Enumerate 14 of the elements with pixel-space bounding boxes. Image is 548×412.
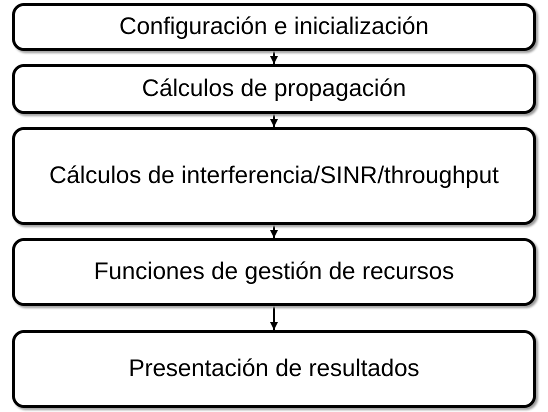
process-box <box>12 64 536 114</box>
step-label: Cálculos de interferencia/SINR/throughput <box>48 160 500 191</box>
process-box <box>12 3 536 51</box>
arrow <box>270 306 278 330</box>
step-label: Presentación de resultados <box>128 354 420 384</box>
arrow <box>270 225 278 238</box>
process-box <box>12 238 536 306</box>
step-label: Configuración e inicialización <box>118 12 430 42</box>
step-label: Cálculos de propagación <box>140 74 408 104</box>
process-box <box>12 127 536 225</box>
process-box <box>12 330 536 408</box>
arrow <box>270 51 278 64</box>
step-label: Funciones de gestión de recursos <box>92 256 456 287</box>
arrow <box>270 114 278 127</box>
